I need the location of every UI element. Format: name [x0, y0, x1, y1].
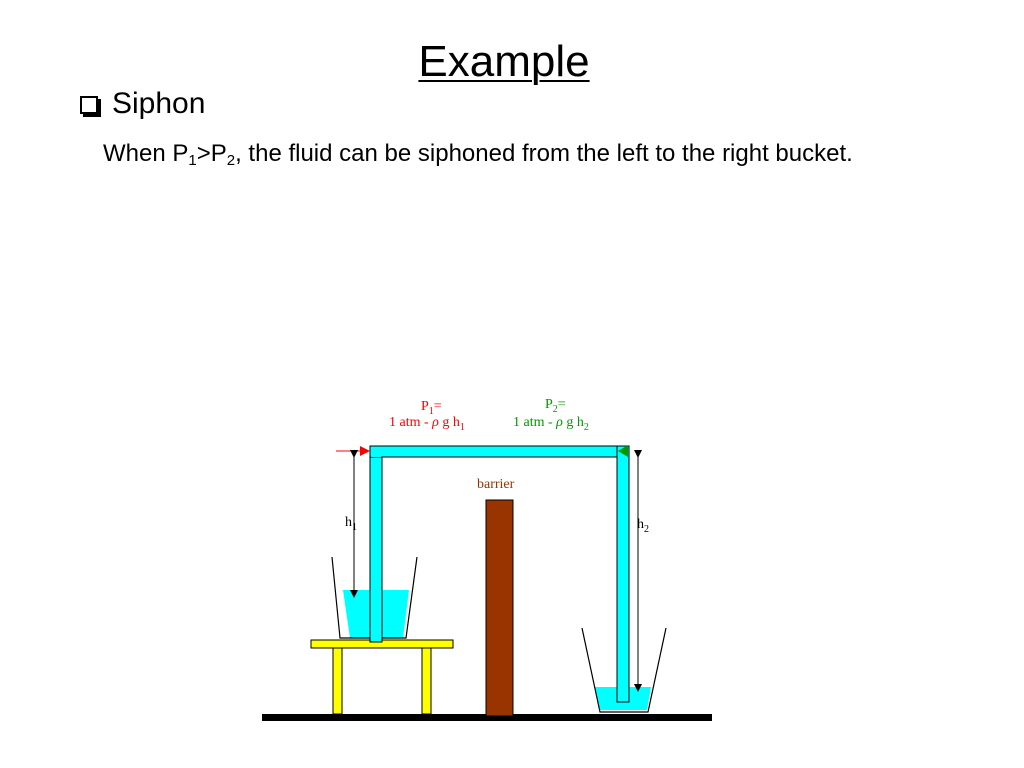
ground-line	[262, 714, 712, 721]
p2-label: P2=	[545, 397, 566, 415]
p1-label: P1=	[421, 399, 442, 417]
h2-label: h2	[637, 517, 649, 535]
p1-arrow	[336, 446, 370, 456]
body-text-part: When P	[103, 140, 189, 167]
checkbox-bullet-icon	[80, 96, 98, 114]
siphon-diagram: P1= 1 atm - ρ g h1 P2= 1 atm - ρ g h2 ba…	[262, 397, 712, 721]
h1-label: h1	[345, 515, 357, 533]
bullet-label: Siphon	[112, 87, 206, 120]
table	[310, 639, 454, 715]
body-text-part: >P	[196, 140, 227, 167]
body-subscript: 1	[188, 152, 197, 169]
p2-arrow	[618, 445, 628, 457]
p2-formula: 1 atm - ρ g h2	[513, 415, 589, 433]
body-text-part: , the fluid can be siphoned from the lef…	[235, 140, 853, 167]
bullet-item: Siphon	[80, 84, 205, 124]
barrier	[485, 499, 514, 717]
slide-title: Example	[0, 36, 1008, 88]
barrier-label: barrier	[477, 477, 515, 492]
slide-title-text: Example	[418, 37, 590, 86]
p1-formula: 1 atm - ρ g h1	[389, 415, 465, 433]
body-paragraph: When P1>P2, the fluid can be siphoned fr…	[103, 138, 863, 170]
body-subscript: 2	[226, 152, 236, 169]
